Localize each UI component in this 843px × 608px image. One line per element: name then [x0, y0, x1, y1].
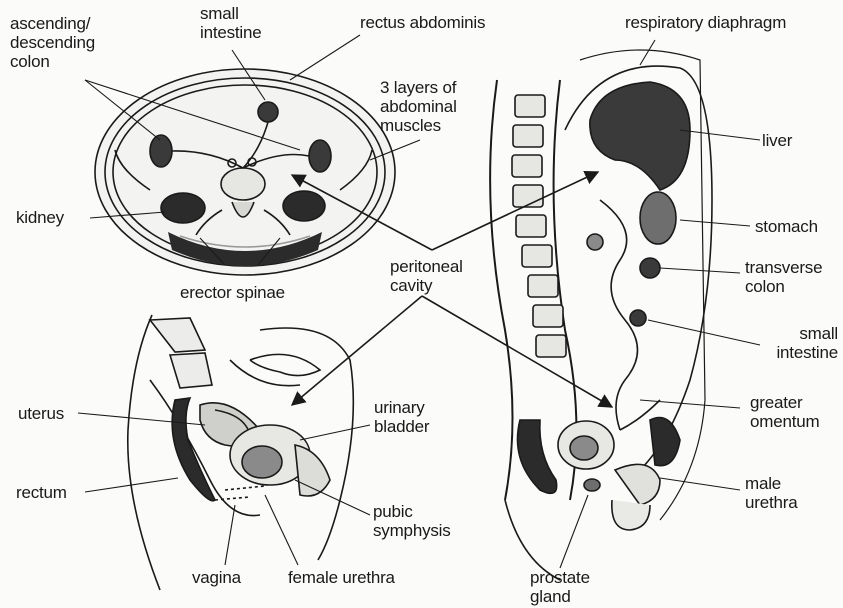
label-three-layers-abdominal-muscles: 3 layers of abdominal muscles: [380, 78, 457, 135]
label-liver: liver: [762, 131, 792, 150]
label-greater-omentum: greater omentum: [750, 393, 819, 431]
label-respiratory-diaphragm: respiratory diaphragm: [625, 13, 786, 32]
transverse-section: [95, 69, 395, 275]
label-male-urethra: male urethra: [745, 474, 797, 512]
label-urinary-bladder: urinary bladder: [374, 398, 429, 436]
label-peritoneal-cavity: peritoneal cavity: [390, 257, 463, 295]
label-ascending-descending-colon: ascending/ descending colon: [10, 14, 95, 71]
label-rectum: rectum: [16, 483, 67, 502]
label-small-intestine-top: small intestine: [200, 4, 262, 42]
label-erector-spinae: erector spinae: [180, 283, 285, 302]
male-sagittal-section: [490, 50, 712, 580]
label-vagina: vagina: [192, 568, 241, 587]
label-female-urethra: female urethra: [288, 568, 395, 587]
label-pubic-symphysis: pubic symphysis: [373, 502, 451, 540]
label-uterus: uterus: [18, 404, 64, 423]
label-prostate-gland: prostate gland: [530, 568, 590, 606]
label-kidney: kidney: [16, 208, 64, 227]
label-transverse-colon: transverse colon: [745, 258, 822, 296]
female-pelvis-section: [128, 315, 354, 590]
label-stomach: stomach: [755, 217, 818, 236]
label-rectus-abdominis: rectus abdominis: [360, 13, 485, 32]
label-small-intestine-right: small intestine: [743, 324, 838, 362]
